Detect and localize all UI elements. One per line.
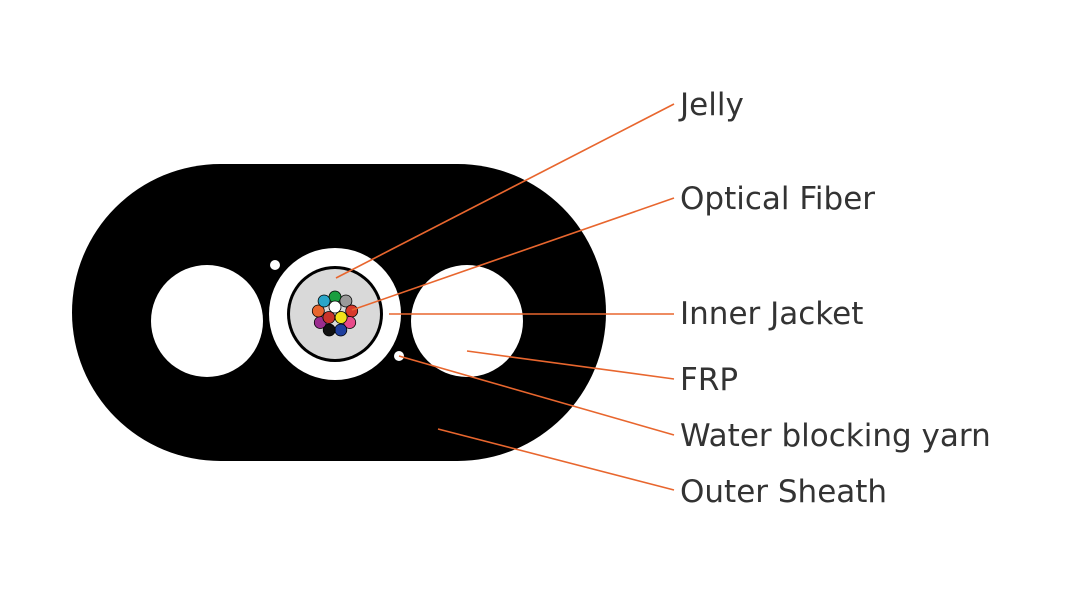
frp-right [411, 265, 523, 377]
leader-jelly [335, 103, 675, 279]
leader-frp [466, 350, 675, 380]
optical-fiber-2 [339, 294, 353, 308]
label-inner-jacket: Inner Jacket [680, 296, 864, 332]
optical-fiber-11 [334, 311, 348, 324]
jelly-fill [290, 269, 380, 359]
leader-optical-fiber [351, 197, 675, 311]
label-optical-fiber: Optical Fiber [680, 181, 876, 217]
leader-water-blocking-yarn [398, 355, 675, 436]
optical-fiber-3 [345, 304, 359, 318]
optical-fiber-8 [311, 304, 325, 318]
frp-left [151, 265, 263, 377]
optical-fiber-9 [317, 294, 331, 308]
optical-fiber-10 [328, 300, 342, 314]
leader-outer-sheath [437, 428, 675, 491]
water-blocking-yarn-top [270, 260, 280, 270]
optical-fiber-5 [334, 323, 348, 337]
label-outer-sheath: Outer Sheath [680, 474, 888, 510]
optical-fiber-6 [322, 323, 336, 337]
optical-fiber-12 [322, 311, 336, 324]
label-jelly: Jelly [680, 87, 744, 123]
optical-fiber-bundle [311, 290, 359, 337]
label-water-blocking-yarn: Water blocking yarn [680, 418, 991, 454]
label-frp: FRP [680, 362, 739, 398]
